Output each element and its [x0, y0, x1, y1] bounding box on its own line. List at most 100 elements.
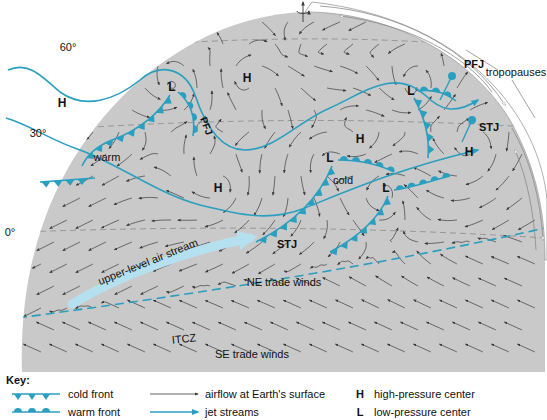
warm-front-semicircle — [352, 157, 360, 161]
legend-text: warm front — [68, 407, 120, 418]
cold-front-triangle — [65, 180, 74, 186]
airflow-arrow — [440, 300, 457, 308]
jet-core-leader — [440, 76, 472, 142]
cross-section-band — [305, 2, 547, 260]
airflow-arrow — [345, 118, 353, 132]
airflow-arrow — [452, 322, 470, 330]
airflow-arrow — [466, 300, 483, 308]
airflow-arrow — [388, 44, 405, 53]
warm-front-semicircle — [180, 92, 187, 99]
airflow-arrow — [205, 220, 223, 227]
legend-letter: L — [357, 407, 364, 418]
airflow-arrow — [507, 198, 522, 210]
airflow-arrow — [323, 322, 341, 330]
airflow-arrow — [260, 154, 262, 173]
airflow-arrow — [192, 192, 210, 198]
airflow-arrow — [216, 119, 223, 132]
cold-front-triangle — [420, 110, 427, 118]
tropopause-label: tropopauses — [486, 67, 547, 78]
airflow-arrow — [301, 88, 316, 100]
globe-shape — [22, 12, 545, 372]
warm-front-semicircle — [340, 156, 348, 160]
airflow-arrow — [283, 300, 301, 308]
airflow-arrow — [228, 93, 236, 110]
high-pressure-letter: H — [214, 182, 223, 194]
airflow-arrow — [347, 154, 366, 157]
airflow-arrow — [478, 278, 496, 286]
cold-front-triangle — [54, 180, 63, 186]
airflow-arrow — [496, 176, 509, 190]
airflow-arrow — [312, 110, 316, 128]
airflow-arrow — [248, 176, 250, 195]
airflow-arrow — [518, 220, 535, 230]
jet-name: PFJ — [464, 59, 484, 70]
airflow-arrow — [451, 198, 470, 201]
legend-text: airflow at Earth's surface — [205, 389, 325, 400]
airflow-arrow — [299, 44, 308, 56]
airflow-arrow — [427, 277, 444, 286]
cold-front-triangle — [105, 139, 113, 146]
low-pressure-letter: L — [407, 85, 414, 97]
airflow-arrow — [361, 344, 379, 352]
latitude-line — [20, 228, 545, 238]
airflow-arrow — [50, 264, 67, 273]
cold-front-triangle — [415, 99, 422, 107]
airflow-arrow — [232, 264, 249, 273]
warm-front-semicircle — [444, 92, 452, 98]
cold-front-triangle — [290, 216, 297, 224]
cold-front-triangle — [384, 197, 391, 205]
airflow-arrow — [366, 110, 384, 116]
airflow-arrow — [235, 132, 249, 145]
cold-front-triangle — [428, 145, 434, 154]
airflow-arrow — [370, 132, 379, 148]
airflow-arrow — [288, 66, 304, 76]
cold-front-triangle — [360, 226, 367, 233]
airflow-arrow — [75, 344, 93, 352]
airflow-arrow — [284, 154, 288, 173]
latitude-label: 30° — [30, 128, 47, 139]
warm-front-semicircle — [419, 180, 427, 185]
wind-label: SE trade winds — [215, 349, 289, 360]
cold-front-triangle — [299, 207, 306, 214]
airflow-arrow — [466, 176, 483, 185]
airflow-arrow — [76, 220, 93, 229]
legend-text: jet streams — [205, 407, 259, 418]
airflow-arrow — [402, 276, 418, 286]
airflow-arrow — [192, 322, 210, 330]
airflow-arrow — [37, 242, 54, 251]
airflow-arrow — [362, 300, 379, 308]
cold-front-triangle — [330, 248, 338, 255]
airflow-arrow — [504, 278, 522, 286]
warm-front-semicircle — [420, 87, 428, 91]
surface-airflow — [23, 22, 535, 352]
airflow-arrow — [299, 22, 314, 34]
airflow-arrow — [114, 242, 132, 250]
airflow-arrow — [223, 176, 230, 192]
airflow-arrow — [49, 344, 67, 352]
airflow-arrow — [184, 135, 186, 154]
airflow-arrow — [417, 207, 431, 220]
airflow-arrow — [152, 220, 171, 221]
cold-front-triangle — [137, 123, 144, 131]
airflow-arrow — [426, 190, 444, 198]
cell-arrow — [515, 150, 536, 250]
airflow-arrow — [314, 66, 332, 72]
airflow-arrow — [32, 264, 41, 268]
airflow-arrow — [438, 219, 457, 220]
airflow-arrow — [323, 278, 340, 286]
airflow-arrow — [324, 220, 328, 239]
warm-front-semicircle — [387, 166, 395, 172]
airflow-arrow — [179, 344, 197, 352]
cold-front-triangle — [424, 121, 431, 130]
airflow-arrow — [210, 91, 212, 110]
airflow-arrow — [101, 344, 119, 352]
airflow-arrow — [142, 132, 146, 150]
cold-front-triangle — [340, 241, 348, 249]
warm-front-semicircle — [376, 162, 384, 167]
airflow-arrow — [89, 198, 106, 207]
airflow-arrow — [314, 198, 320, 216]
airflow-arrow — [491, 300, 509, 308]
warm-front-semicircle — [192, 113, 197, 121]
airflow-arrow — [231, 300, 249, 308]
